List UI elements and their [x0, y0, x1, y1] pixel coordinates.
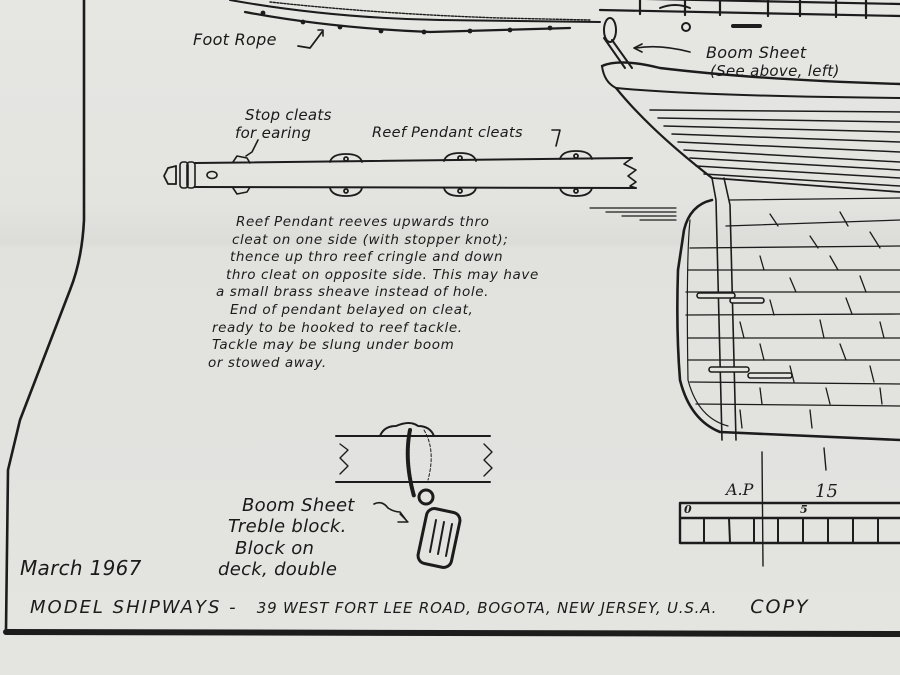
note-line: cleat on one side (with stopper knot);: [232, 231, 509, 248]
note-line: Reef Pendant reeves upwards thro: [236, 214, 490, 230]
boom-drawing: [163, 129, 637, 197]
scale-bar-drawing: [678, 447, 900, 567]
reef-pendant-cleats-label: Reef Pendant cleats: [372, 125, 523, 141]
publisher-footer: MODEL SHIPWAYS - 39 WEST FORT LEE ROAD, …: [30, 596, 810, 618]
sail-foot-drawing: [229, 0, 601, 49]
treble-block-drawing: [335, 422, 493, 569]
block-note-line: Treble block.: [228, 516, 347, 537]
stop-cleats-label: Stop cleats: [245, 106, 332, 124]
block-note-line: deck, double: [218, 559, 338, 580]
boom-sheet-see-above-label: (See above, left): [710, 62, 840, 80]
note-line: a small brass sheave instead of hole.: [216, 284, 490, 301]
note-line: thence up thro reef cringle and down: [230, 249, 504, 266]
scale-zero-label: 0: [684, 503, 692, 516]
stern-hull-drawing: [589, 61, 900, 442]
border-left-line: [4, 0, 86, 632]
note-line: or stowed away.: [208, 354, 327, 371]
plan-date: March 1967: [20, 556, 142, 580]
note-line: ready to be hooked to reef tackle.: [212, 319, 463, 336]
boom-sheet-ref-label: Boom Sheet: [706, 43, 807, 62]
scale-five-label: 5: [800, 503, 808, 516]
boom-sheet-pointer: [603, 17, 691, 69]
block-note-line: Block on: [235, 538, 315, 559]
deck-bulwark-drawing: [598, 0, 900, 32]
station-ap-label: A.P: [726, 480, 754, 499]
for-earing-label: for earing: [235, 124, 312, 142]
note-line: Tackle may be slung under boom: [212, 337, 455, 354]
border-bottom-line: [3, 629, 900, 637]
note-line: End of pendant belayed on cleat,: [230, 301, 474, 318]
copyright-fragment: COPY: [750, 596, 810, 618]
station-number-label: 15: [815, 481, 838, 502]
block-note-line: Boom Sheet: [242, 495, 355, 516]
publisher-name: MODEL SHIPWAYS -: [30, 597, 238, 618]
reef-pendant-note: Reef Pendant reeves upwards thro cleat o…: [208, 214, 622, 372]
foot-rope-label: Foot Rope: [193, 30, 277, 49]
note-line: thro cleat on opposite side. This may ha…: [226, 266, 539, 283]
publisher-address: 39 WEST FORT LEE ROAD, BOGOTA, NEW JERSE…: [256, 599, 718, 617]
